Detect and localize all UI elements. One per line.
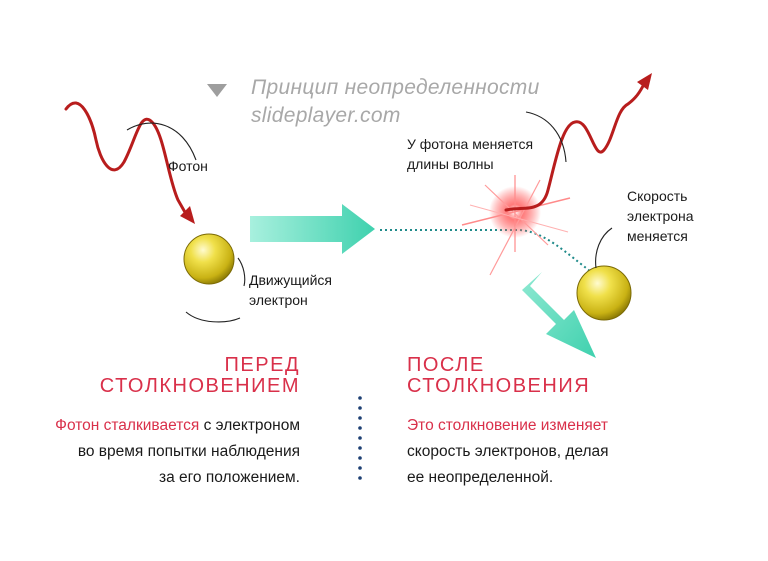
after-text-line-2: скорость электронов, делая [407, 443, 609, 460]
electron-before [183, 233, 235, 285]
triangle-down-icon [207, 84, 227, 97]
moving-electron-label-2: электрон [249, 292, 308, 308]
electron-after [576, 265, 632, 321]
electron-trajectory-dotted [380, 229, 596, 276]
electron-leader-line [237, 257, 246, 287]
incoming-photon-wave [64, 101, 188, 216]
after-heading-1: ПОСЛЕ [407, 354, 485, 376]
before-heading-2: СТОЛКНОВЕНИЕМ [99, 375, 300, 397]
photon-arrowhead [180, 206, 195, 224]
horizontal-arrow [250, 204, 375, 254]
wavelength-label-1: У фотона меняется [407, 136, 534, 152]
speed-label-1: Скорость [627, 188, 688, 204]
before-text-line-3: за его положением. [158, 469, 300, 486]
caption-source: slideplayer.com [251, 104, 401, 127]
before-text-rest: с электроном [199, 417, 300, 434]
center-divider [358, 396, 362, 480]
speed-label-2: электрона [627, 208, 694, 224]
scattered-photon-arrowhead [637, 73, 652, 90]
before-heading-1: ПЕРЕД [224, 354, 300, 376]
scattered-photon-wave [504, 82, 646, 212]
collision-flash [461, 175, 571, 276]
diagonal-arrow [522, 272, 596, 358]
caption-title: Принцип неопределенности [251, 76, 540, 99]
after-heading-2: СТОЛКНОВЕНИЯ [407, 375, 591, 397]
before-text-line-1: Фотон сталкивается с электроном [55, 413, 300, 439]
photon-label: Фотон [168, 158, 208, 174]
photon-leader-line [126, 122, 197, 161]
after-text-highlight: Это столкновение изменяет [407, 417, 608, 434]
after-text-line-3: ее неопределенной. [407, 469, 554, 486]
before-text-highlight: Фотон сталкивается [55, 417, 200, 434]
before-text-line-2: во время попытки наблюдения [77, 443, 300, 460]
wavelength-label-2: длины волны [407, 156, 494, 172]
speed-leader-line [595, 227, 613, 269]
wavelength-leader-line [525, 111, 567, 163]
moving-electron-label-1: Движущийся [249, 272, 333, 288]
electron-trail-arc [185, 311, 241, 323]
speed-label-3: меняется [627, 228, 688, 244]
